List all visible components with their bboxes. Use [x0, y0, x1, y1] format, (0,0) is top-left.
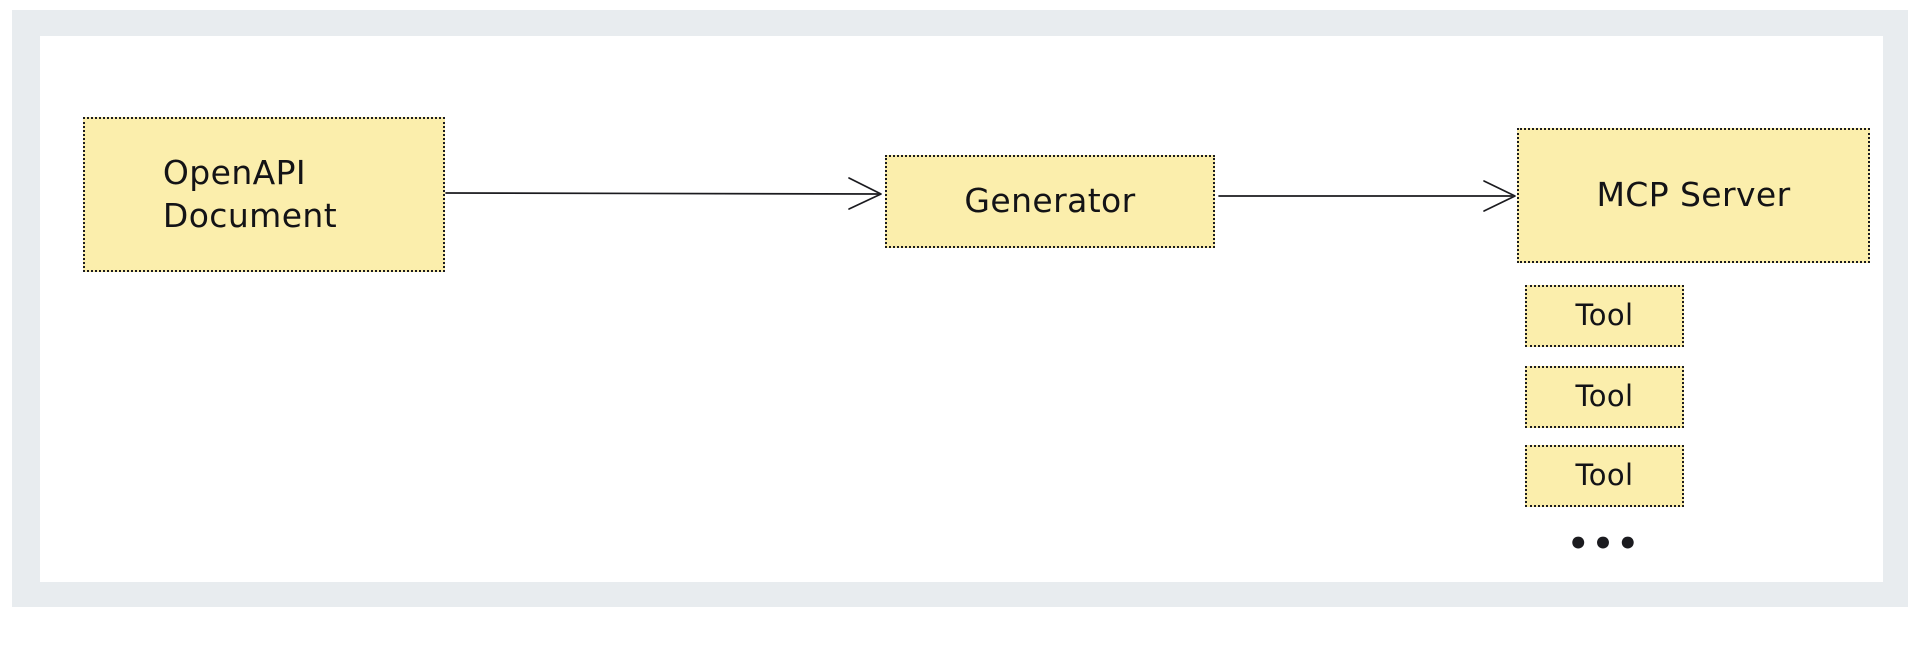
node-openapi-document[interactable]: OpenAPI Document	[83, 117, 445, 272]
node-tool[interactable]: Tool	[1525, 366, 1684, 428]
node-tool-label: Tool	[1575, 298, 1634, 333]
node-tool-label: Tool	[1575, 458, 1634, 493]
node-mcp-server[interactable]: MCP Server	[1517, 128, 1870, 263]
node-generator-label: Generator	[964, 181, 1136, 221]
node-mcp-server-label: MCP Server	[1596, 175, 1791, 215]
node-generator[interactable]: Generator	[885, 155, 1215, 248]
tools-ellipsis: •••	[1567, 524, 1642, 564]
node-openapi-document-label: OpenAPI Document	[162, 153, 338, 235]
node-tool[interactable]: Tool	[1525, 285, 1684, 347]
node-tool-label: Tool	[1575, 379, 1634, 414]
node-tool[interactable]: Tool	[1525, 445, 1684, 507]
